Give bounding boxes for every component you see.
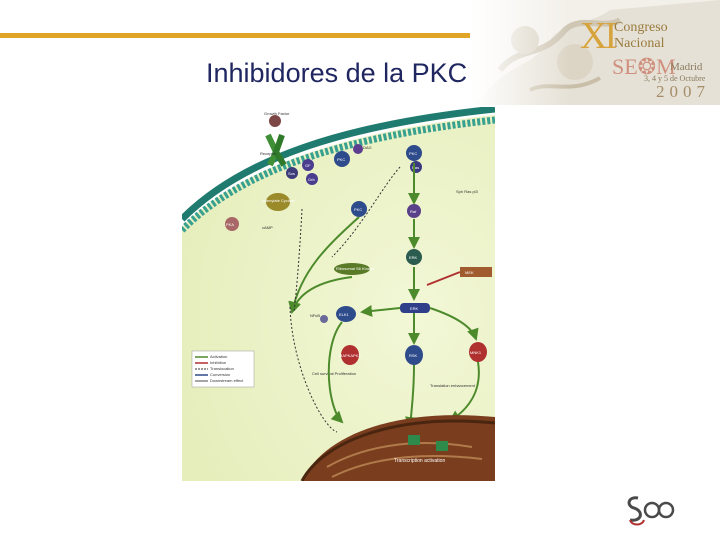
- node-prolif: Cell survival Proliferation: [312, 371, 356, 376]
- node-ribosomal: Ribosomal S6 Kinase: [336, 266, 375, 271]
- node-elk1: ELK1: [339, 312, 350, 317]
- congress-line-1: Congreso: [614, 20, 668, 36]
- node-grb: Grb: [308, 177, 315, 182]
- legend-activation: Activation: [210, 354, 227, 359]
- node-transcription: Transcription activation: [394, 458, 445, 464]
- node-camp: cAMP: [262, 225, 273, 230]
- logo-s-shape: [629, 498, 640, 521]
- congress-logo: XI Congreso Nacional SE❂M Madrid 3, 4 y …: [580, 14, 720, 104]
- raf-node: Raf: [407, 204, 421, 218]
- pkc-pathway-diagram: Growth Factor Receptor PKC PKC GF Grb DA…: [182, 107, 495, 481]
- elk1-node: ELK1: [336, 306, 356, 322]
- legend-inhibition: Inhibition: [210, 360, 226, 365]
- pkc-mid: PKC: [351, 201, 367, 217]
- node-pkc-c: PKC: [354, 207, 362, 212]
- pkc-top-a: PKC: [334, 151, 350, 167]
- node-mapkap: MAPKAPK3: [339, 353, 361, 358]
- slide-title: Inhibidores de la PKC: [206, 58, 467, 89]
- node-mek: MEK: [465, 270, 474, 275]
- erk-mid-node: ERK: [400, 303, 430, 313]
- node-raf: Raf: [410, 209, 417, 214]
- node-dag: DAG: [363, 145, 372, 150]
- congress-line-2: Nacional: [614, 36, 665, 52]
- congress-city: Madrid: [670, 61, 702, 73]
- legend-translocation: Translocation: [210, 366, 234, 371]
- seom-footer-logo: [620, 490, 686, 530]
- sos-node: Sos: [286, 167, 298, 179]
- node-translation: Translation enhancement: [430, 383, 476, 388]
- node-pka: PKA: [226, 222, 234, 227]
- node-erk-top: ERK: [409, 255, 418, 260]
- legend-conversion: Conversion: [210, 372, 230, 377]
- node-nfk: NFκB: [310, 313, 320, 318]
- congress-numeral: XI: [580, 14, 614, 58]
- node-mnk: MNK1: [470, 350, 482, 355]
- congress-year: 2007: [656, 82, 710, 102]
- grb-node: Grb: [306, 173, 318, 185]
- node-sos: Sos: [288, 171, 295, 176]
- ras-node: Ras: [410, 161, 422, 173]
- gf-node: GF: [302, 159, 314, 171]
- node-receptor: Receptor: [260, 151, 277, 156]
- pka-node: PKA: [225, 217, 239, 231]
- node-pkc-b: PKC: [409, 151, 417, 156]
- node-growth-factor: Growth Factor: [264, 111, 290, 116]
- mnk-node: MNK1: [469, 342, 487, 362]
- node-gf: GF: [305, 163, 311, 168]
- pkc-top-b: PKC: [406, 145, 422, 161]
- node-erk-mid: ERK: [410, 306, 419, 311]
- rsk-node: RSK: [405, 345, 423, 365]
- mek-node: MEK: [460, 267, 492, 277]
- legend-downstream: Downstream effect: [210, 378, 244, 383]
- legend-box: Activation Inhibition Translocation Conv…: [192, 351, 254, 387]
- node-rsk: RSK: [409, 353, 418, 358]
- node-pkc-a: PKC: [337, 157, 345, 162]
- erk-top-node: ERK: [406, 249, 422, 265]
- node-adenylate-cyclase: Adenylate Cyclase: [262, 198, 296, 203]
- side-list: Sph Ras pl3: [456, 189, 479, 194]
